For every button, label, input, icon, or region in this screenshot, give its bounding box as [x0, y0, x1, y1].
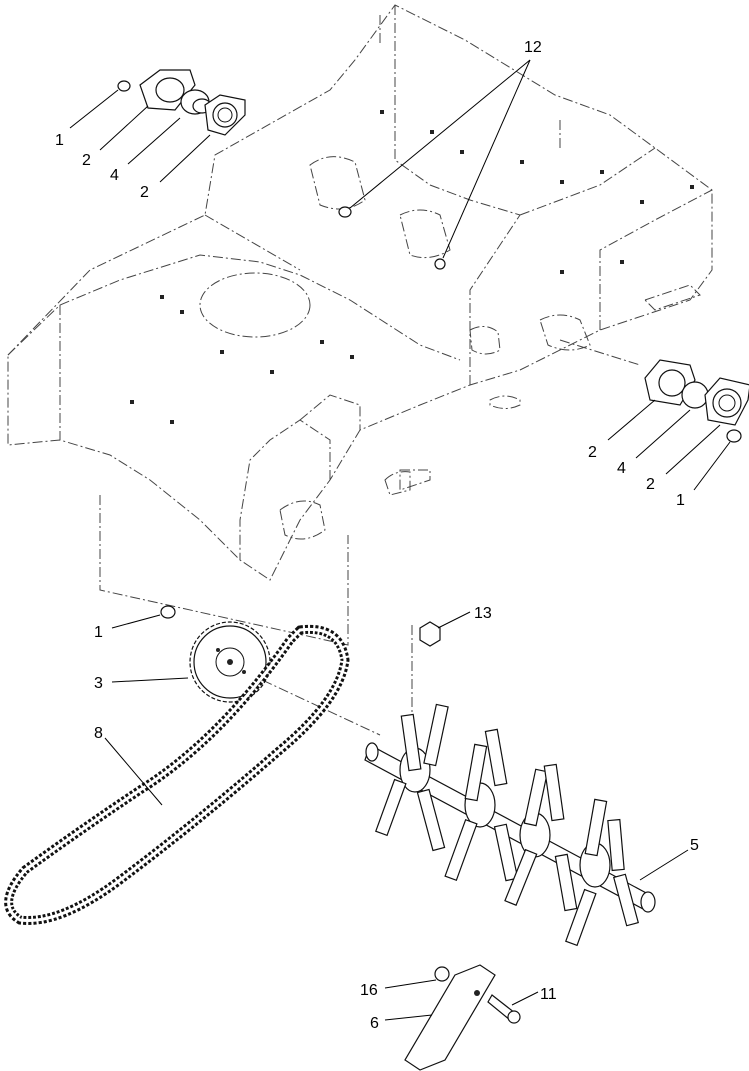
callout-5: 5: [690, 837, 699, 854]
callouts: 1 2 4 2 12 2 4 2 1 1 13 3 8 5 16 11 6: [55, 39, 699, 1032]
callout-8: 8: [94, 725, 103, 742]
bolt-icon: [419, 621, 441, 647]
callout-2: 2: [140, 184, 149, 201]
callout-1: 1: [94, 624, 103, 641]
bracket-phantom: [99, 495, 349, 646]
callout-1: 1: [55, 132, 64, 149]
callout-2: 2: [646, 476, 655, 493]
tine-detail: [404, 964, 521, 1071]
flange-nut-icon: [117, 80, 131, 92]
bearing-icon: [681, 381, 709, 409]
drive-chain: [4, 624, 350, 925]
callout-4: 4: [617, 460, 626, 477]
bearing-assembly-right: [644, 359, 749, 443]
callout-16: 16: [360, 982, 378, 999]
bearing-assembly-upper-left: [117, 69, 246, 136]
nut-icon: [434, 966, 450, 982]
callout-2: 2: [82, 152, 91, 169]
leader-lines: [69, 59, 731, 1021]
sprocket: [160, 605, 271, 703]
sprocket-nut-icon: [160, 605, 176, 619]
flange-nut-icon: [726, 429, 742, 443]
callout-13: 13: [474, 605, 492, 622]
tine-rotor-assembly: [364, 621, 656, 947]
callout-11: 11: [540, 986, 557, 1003]
callout-4: 4: [110, 167, 119, 184]
frame-outline: [7, 4, 713, 581]
callout-12: 12: [524, 39, 542, 56]
tine-icon: [404, 964, 496, 1071]
callout-3: 3: [94, 675, 103, 692]
callout-2: 2: [588, 444, 597, 461]
callout-1: 1: [676, 492, 685, 509]
callout-6: 6: [370, 1015, 379, 1032]
